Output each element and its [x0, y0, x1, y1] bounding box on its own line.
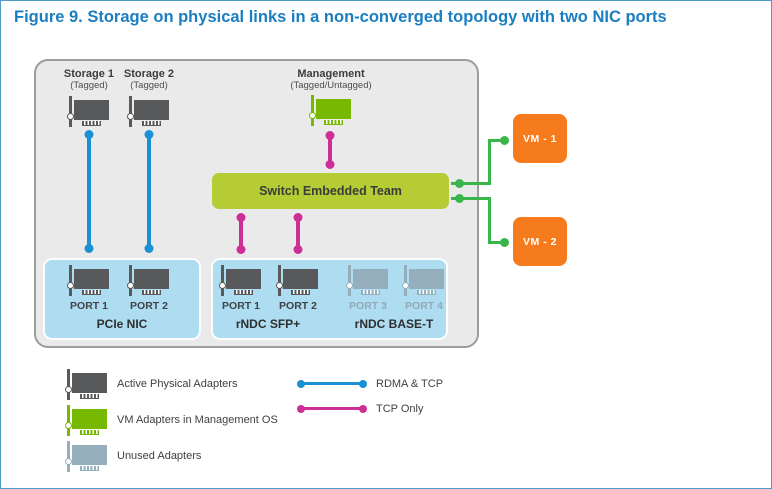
vm1-link-dot-vm: [500, 136, 509, 145]
rndc-baset-title: rNDC BASE-T: [354, 317, 434, 331]
legend-rdma-label: RDMA & TCP: [376, 378, 444, 390]
management-sublabel: (Tagged/Untagged): [290, 79, 372, 91]
pcie-port2-adapter-icon: [127, 264, 170, 297]
pcie-port2-label: PORT 2: [130, 300, 168, 312]
pcie-port1-label: PORT 1: [70, 300, 108, 312]
tcp-link-switch-sfp-port1: [239, 217, 243, 250]
rndc-nic-box: [211, 258, 448, 340]
vm2-link-segment-h1: [451, 197, 491, 200]
management-label: Management: [297, 68, 365, 80]
pcie-port1-adapter-icon: [67, 264, 110, 297]
vm1-link-dot-switch: [455, 179, 464, 188]
management-adapter-icon: [309, 94, 352, 127]
vm1-link-segment-h1: [451, 182, 491, 185]
vm2-link-segment-h2: [488, 241, 506, 244]
rndc-sfp-title: rNDC SFP+: [235, 317, 301, 331]
sfp-port2-adapter-icon: [276, 264, 319, 297]
rdma-link-storage2-port2: [147, 134, 151, 249]
sfp-port1-adapter-icon: [219, 264, 262, 297]
legend-rdma-line-icon: [301, 382, 363, 385]
legend-vm-adapter-icon: [65, 404, 108, 437]
vm1-box: VM - 1: [513, 114, 567, 163]
storage1-sublabel: (Tagged): [70, 79, 108, 91]
figure-title: Figure 9. Storage on physical links in a…: [14, 8, 667, 26]
legend-unused-adapter-label: Unused Adapters: [117, 450, 202, 462]
pcie-nic-title: PCIe NIC: [96, 317, 148, 331]
legend-active-adapter-label: Active Physical Adapters: [117, 378, 238, 390]
switch-embedded-team: Switch Embedded Team: [212, 173, 449, 209]
management-label-group: Management (Tagged/Untagged): [273, 68, 389, 92]
vm2-link-segment-v: [488, 197, 491, 244]
sfp-port2-label: PORT 2: [279, 300, 317, 312]
rdma-link-storage1-port1: [87, 134, 91, 249]
legend-tcp-label: TCP Only: [376, 403, 424, 415]
vm2-link-dot-vm: [500, 238, 509, 247]
vm1-link-segment-v: [488, 139, 491, 185]
legend-unused-adapter-icon: [65, 440, 108, 473]
storage1-label-group: Storage 1 (Tagged): [51, 68, 127, 92]
baset-port3-adapter-icon: [346, 264, 389, 297]
baset-port4-adapter-icon: [402, 264, 445, 297]
tcp-link-switch-sfp-port2: [296, 217, 300, 250]
vm2-box: VM - 2: [513, 217, 567, 266]
legend-tcp-line-icon: [301, 407, 363, 410]
vm2-link-dot-switch: [455, 194, 464, 203]
switch-embedded-team-label: Switch Embedded Team: [259, 184, 402, 198]
sfp-port1-label: PORT 1: [222, 300, 260, 312]
legend-vm-adapter-label: VM Adapters in Management OS: [117, 414, 278, 426]
baset-port3-label: PORT 3: [349, 300, 387, 312]
storage2-label: Storage 2: [123, 68, 175, 80]
storage2-label-group: Storage 2 (Tagged): [111, 68, 187, 92]
storage2-adapter-icon: [127, 95, 170, 128]
storage1-label: Storage 1: [63, 68, 115, 80]
tcp-link-management-switch: [328, 135, 332, 165]
storage1-adapter-icon: [67, 95, 110, 128]
vm2-label: VM - 2: [523, 235, 557, 248]
legend-active-adapter-icon: [65, 368, 108, 401]
storage2-sublabel: (Tagged): [130, 79, 168, 91]
vm1-link-segment-h2: [488, 139, 506, 142]
baset-port4-label: PORT 4: [405, 300, 443, 312]
vm1-label: VM - 1: [523, 132, 557, 145]
